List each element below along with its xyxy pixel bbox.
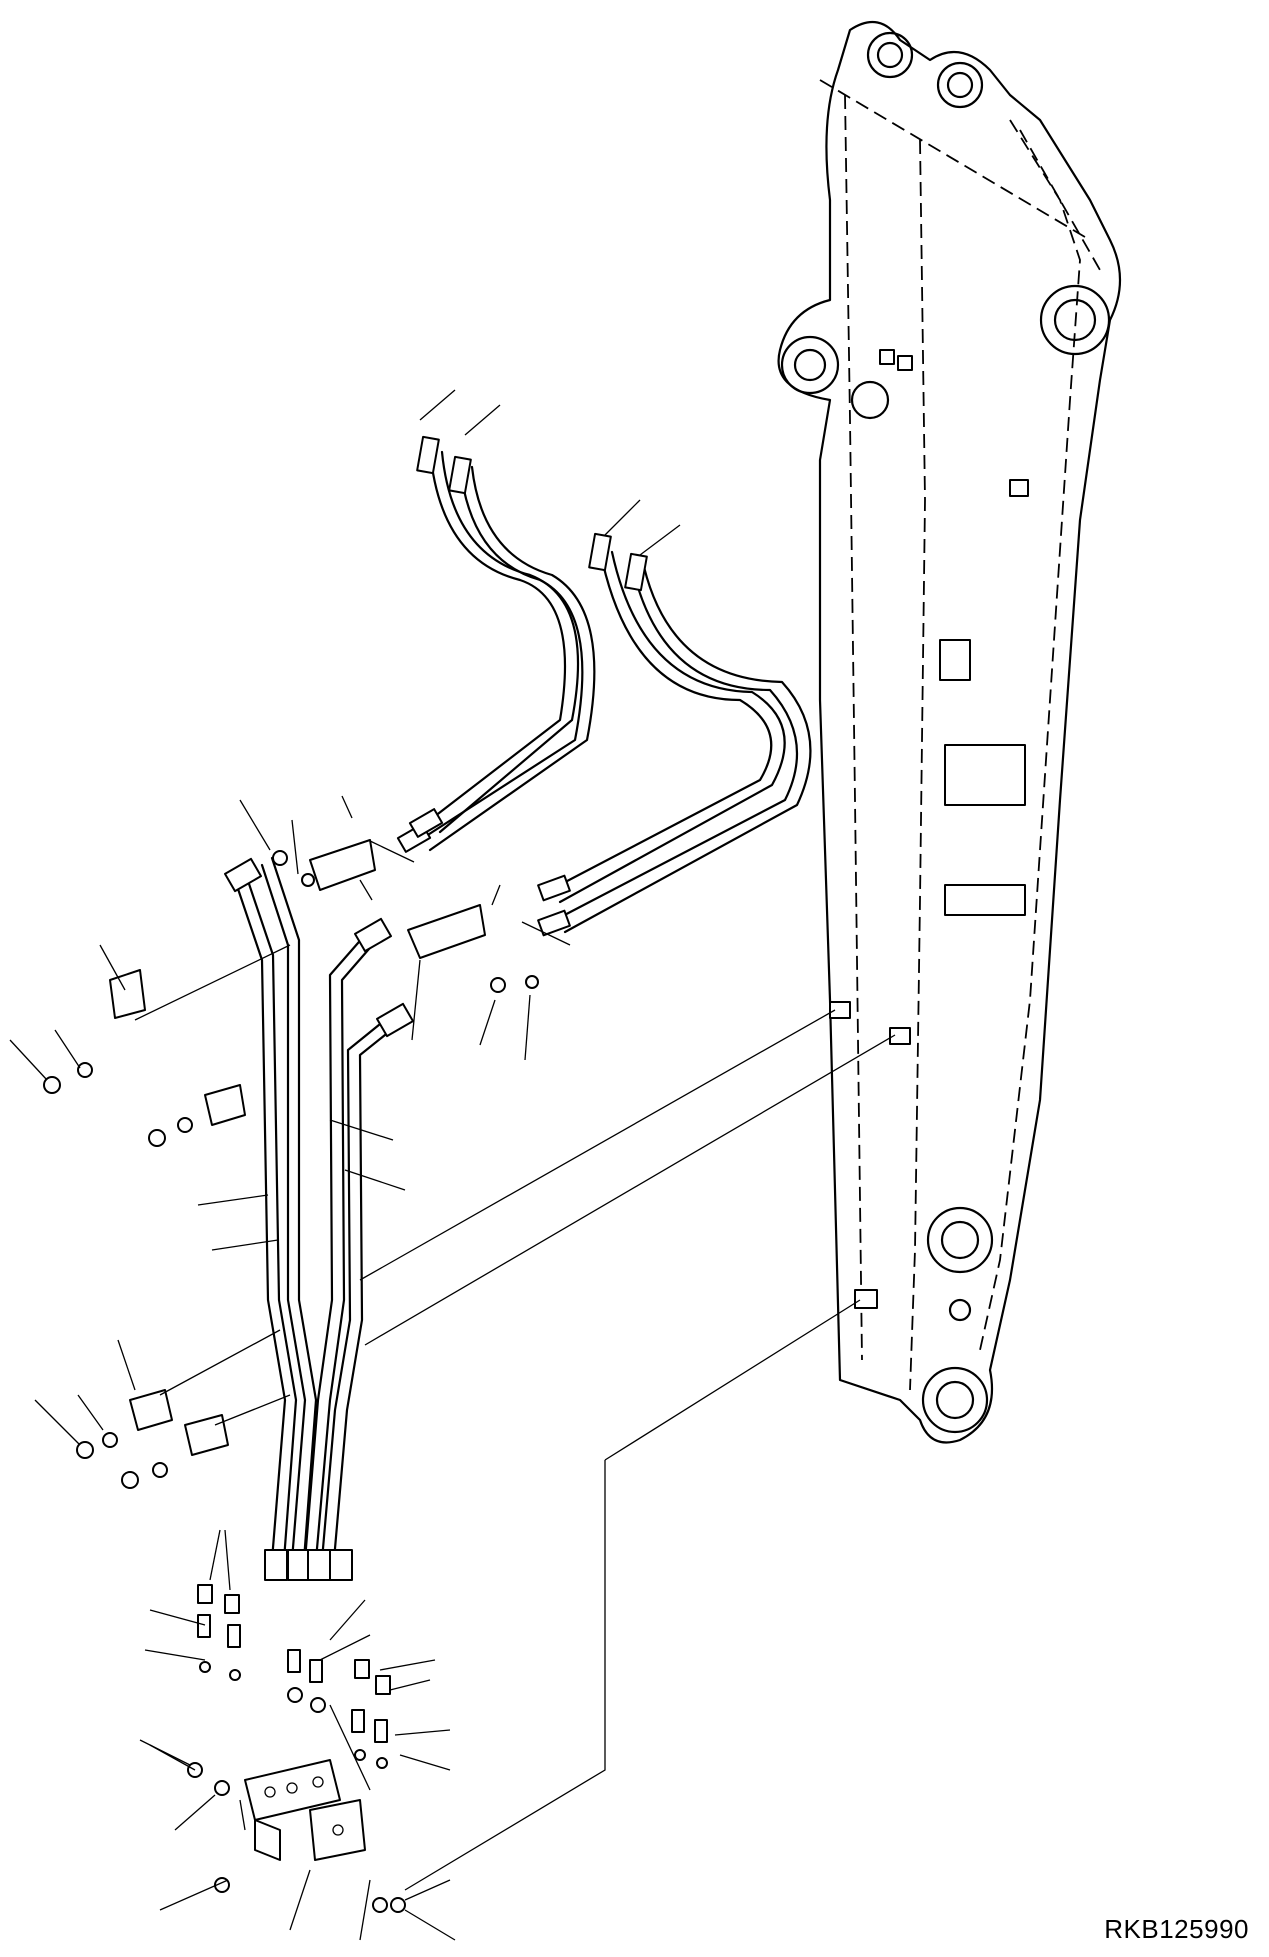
reference-code-label: RKB125990 bbox=[1104, 1914, 1249, 1944]
tube-clamp-icon bbox=[109, 839, 486, 1456]
hydraulic-hose-icon bbox=[396, 435, 812, 937]
bolt-icon bbox=[43, 850, 539, 1913]
leader-lines bbox=[9, 389, 896, 1941]
hydraulic-tube-icon bbox=[224, 856, 414, 1581]
valve-block-icon bbox=[244, 1759, 366, 1861]
excavator-arm-icon bbox=[777, 20, 1122, 1444]
